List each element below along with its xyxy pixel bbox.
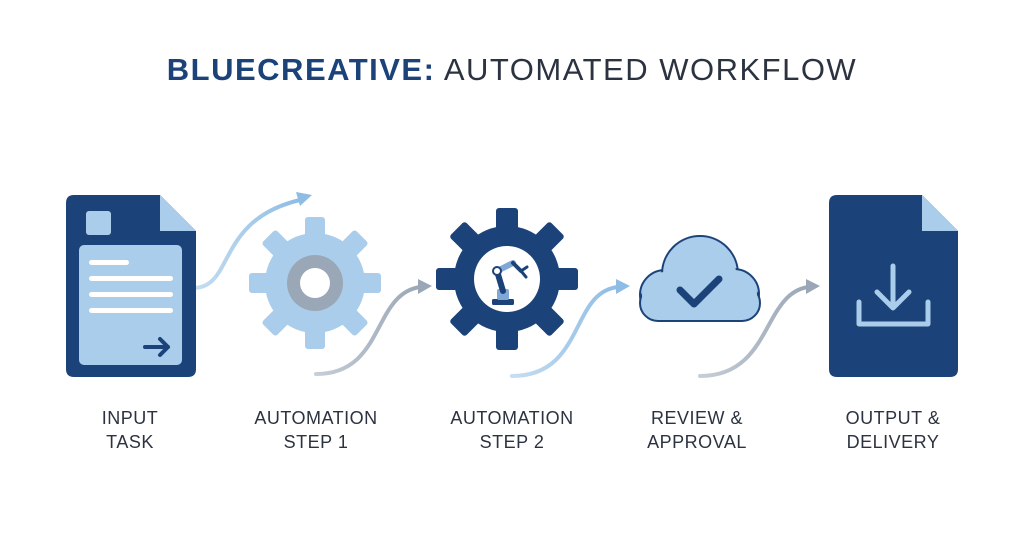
gear-icon (249, 217, 381, 349)
cloud-check-icon (639, 235, 761, 322)
connector-arrow-1 (191, 192, 312, 290)
step-label-automation-step-1: AUTOMATION STEP 1 (254, 408, 378, 452)
step-label-output-delivery: OUTPUT & DELIVERY (845, 408, 941, 452)
step-label-automation-step-2: AUTOMATION STEP 2 (450, 408, 574, 452)
step-label-input-task: INPUT TASK (101, 408, 159, 452)
title-rest: AUTOMATED WORKFLOW (443, 52, 858, 87)
step-label-review-approval: REVIEW & APPROVAL (647, 408, 747, 452)
title-brand: BLUECREATIVE: (166, 52, 436, 87)
robot-arm-icon (492, 260, 529, 305)
connector-arrow-4 (698, 279, 820, 378)
document-arrow-icon (66, 195, 196, 377)
diagram-title: BLUECREATIVE: AUTOMATED WORKFLOW (0, 52, 1024, 88)
gear-robot-arm-icon (436, 208, 578, 350)
document-download-icon (829, 195, 958, 377)
connector-arrow-3 (510, 279, 630, 378)
connector-arrow-2 (314, 279, 432, 376)
